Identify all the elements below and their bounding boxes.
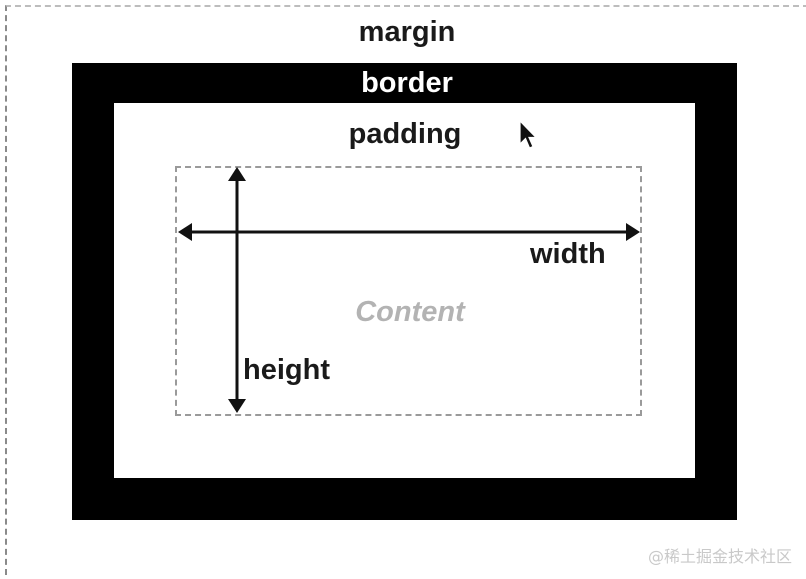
content-box bbox=[175, 166, 642, 416]
padding-label: padding bbox=[348, 118, 462, 150]
margin-region bbox=[5, 5, 806, 575]
watermark: @稀土掘金技术社区 bbox=[647, 547, 792, 566]
height-label: height bbox=[243, 354, 330, 386]
border-label: border bbox=[361, 67, 453, 99]
width-label: width bbox=[530, 238, 606, 270]
content-label: Content bbox=[355, 296, 465, 328]
mouse-pointer-icon bbox=[519, 120, 538, 149]
margin-label: margin bbox=[358, 16, 456, 48]
